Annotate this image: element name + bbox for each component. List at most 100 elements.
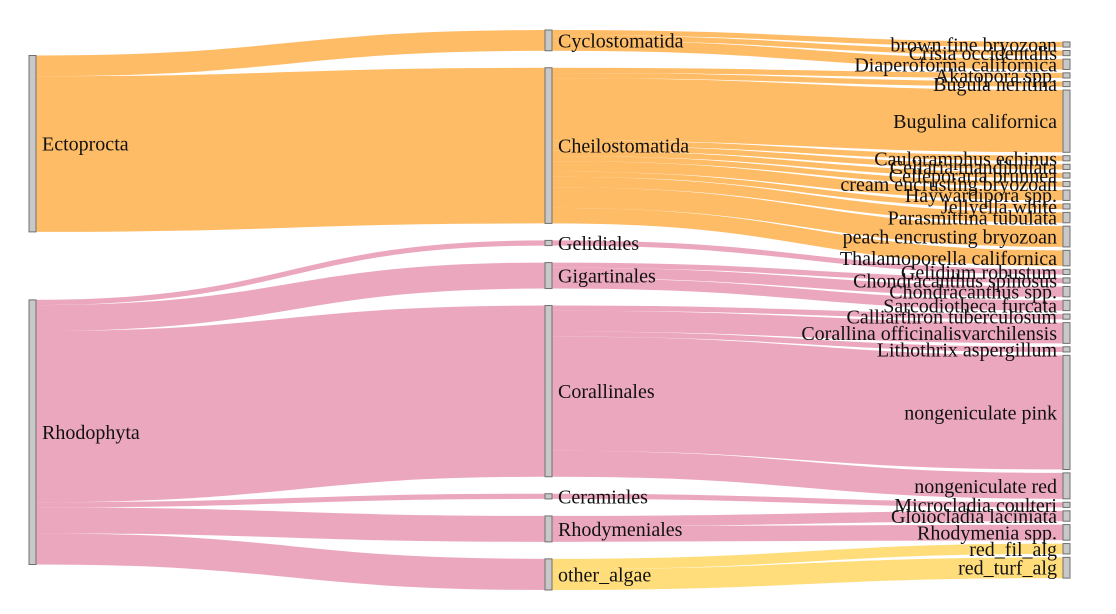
- node-label-Haywardipora_spp: Haywardipora spp.: [905, 185, 1057, 207]
- node-label-Sarcodiotheca_furcata: Sarcodiotheca furcata: [883, 295, 1057, 317]
- flow-Cheilostomatida-to-peach_encrusting_bryozoan: [551, 187, 1064, 247]
- node-Cyclostomatida: [544, 29, 553, 52]
- sankey-labels: EctoproctaRhodophytaCyclostomatidaCheilo…: [42, 30, 1057, 586]
- node-Corallina_officinalisvarchilensis: [1062, 322, 1071, 344]
- flow-Rhodophyta-to-Corallinales: [35, 305, 546, 503]
- node-Rhodophyta: [28, 299, 37, 565]
- node-nongeniculate_pink: [1062, 354, 1071, 470]
- flow-Cheilostomatida-to-Akatopora_spp: [551, 67, 1064, 79]
- flow-Rhodymeniales-to-Gloiocladia_laciniata: [551, 510, 1064, 527]
- node-label-Rhodymenia_spp: Rhodymenia spp.: [917, 522, 1057, 544]
- node-label-Bugulina_californica: Bugulina californica: [893, 111, 1057, 133]
- node-label-Cellaria_mandibulata: Cellaria mandibulata: [890, 157, 1057, 179]
- flow-Cheilostomatida-to-Bugulina_californica: [551, 78, 1064, 153]
- flow-Cyclostomatida-to-Diaperoforma_californica: [551, 40, 1064, 70]
- node-label-nongeniculate_pink: nongeniculate pink: [904, 402, 1057, 424]
- flow-Rhodophyta-to-Rhodymeniales: [35, 507, 546, 542]
- flow-Cheilostomatida-to-cream_encrusting_bryozoan: [551, 155, 1064, 187]
- node-label-Corallinales: Corallinales: [558, 381, 655, 403]
- flow-Cheilostomatida-to-Cellaria_mandibulata: [551, 145, 1064, 170]
- node-Rhodymenia_spp: [1062, 524, 1071, 541]
- node-label-Diaperoforma_californica: Diaperoforma californica: [854, 54, 1057, 76]
- flow-Corallinales-to-Calliarthron_tuberculosum: [551, 305, 1064, 320]
- node-label-Gelidiales: Gelidiales: [558, 233, 639, 255]
- node-label-Celleporaria_brunnea: Celleporaria brunnea: [889, 165, 1057, 187]
- flow-Corallinales-to-Corallina_officinalisvarchilensis: [551, 310, 1064, 344]
- node-label-other_algae: other_algae: [558, 564, 651, 586]
- node-Chondracanthus_spinosus: [1062, 277, 1071, 284]
- node-Gelidiales: [544, 239, 553, 247]
- flow-Cheilostomatida-to-Parasmittina_tubulata: [551, 176, 1064, 223]
- node-Chondracanthus_spp: [1062, 285, 1071, 298]
- flow-Corallinales-to-Lithothrix_aspergillum: [551, 331, 1064, 352]
- node-label-Crisia_occidentalis: Crisia occidentalis: [909, 43, 1058, 65]
- flow-Corallinales-to-nongeniculate_red: [551, 450, 1064, 499]
- node-label-brown_fine_bryozoan: brown fine bryozoan: [890, 34, 1057, 56]
- flow-Gigartinales-to-Chondracanthus_spinosus: [551, 262, 1064, 284]
- flow-Cheilostomatida-to-Cauloramphus_echinus: [551, 140, 1064, 161]
- flow-Rhodophyta-to-other_algae: [35, 533, 546, 590]
- node-label-Chondracanthus_spinosus: Chondracanthus spinosus: [853, 270, 1057, 292]
- node-Gigartinales: [544, 262, 553, 290]
- node-red_fil_alg: [1062, 543, 1071, 555]
- node-label-red_turf_alg: red_turf_alg: [958, 558, 1057, 580]
- node-Diaperoforma_californica: [1062, 58, 1071, 70]
- node-Bugulina_californica: [1062, 89, 1071, 153]
- flow-Cheilostomatida-to-Haywardipora_spp: [551, 161, 1064, 201]
- node-label-Corallina_officinalisvarchilensis: Corallina officinalisvarchilensis: [801, 323, 1057, 345]
- node-label-Ceramiales: Ceramiales: [558, 486, 648, 508]
- node-label-Ectoprocta: Ectoprocta: [42, 134, 129, 156]
- node-Akatopora_spp: [1062, 72, 1071, 79]
- sankey-links: [35, 29, 1064, 591]
- node-label-Parasmittina_tubulata: Parasmittina tubulata: [888, 208, 1058, 230]
- node-Parasmittina_tubulata: [1062, 211, 1071, 224]
- node-Calliarthron_tuberculosum: [1062, 313, 1071, 320]
- node-Gelidium_robustum: [1062, 268, 1071, 275]
- node-label-nongeniculate_red: nongeniculate red: [914, 476, 1057, 498]
- node-label-Microcladia_coulteri: Microcladia coulteri: [894, 495, 1057, 517]
- node-Corallinales: [544, 305, 553, 478]
- flow-Ceramiales-to-Microcladia_coulteri: [551, 493, 1064, 508]
- node-label-Jellyella_white: Jellyella white: [941, 196, 1057, 218]
- node-label-Calliarthron_tuberculosum: Calliarthron tuberculosum: [846, 307, 1057, 329]
- node-other_algae: [544, 558, 553, 591]
- flow-Ectoprocta-to-Cyclostomatida: [35, 30, 546, 77]
- node-label-Rhodymeniales: Rhodymeniales: [558, 519, 683, 541]
- flow-Cheilostomatida-to-Jellyella_white: [551, 171, 1064, 210]
- flow-Cheilostomatida-to-Celleporaria_brunnea: [551, 150, 1064, 179]
- node-Celleporaria_brunnea: [1062, 172, 1071, 179]
- flow-Gigartinales-to-Sarcodiotheca_furcata: [551, 278, 1064, 311]
- node-label-Akatopora_spp: Akatopora spp.: [935, 65, 1057, 87]
- node-label-Thalamoporella_californica: Thalamoporella californica: [840, 248, 1057, 270]
- sankey-nodes: [28, 29, 1071, 591]
- node-peach_encrusting_bryozoan: [1062, 225, 1071, 248]
- node-Cauloramphus_echinus: [1062, 155, 1071, 162]
- node-Lithothrix_aspergillum: [1062, 346, 1071, 353]
- node-label-Gelidium_robustum: Gelidium robustum: [901, 262, 1058, 284]
- node-label-peach_encrusting_bryozoan: peach encrusting bryozoan: [843, 227, 1057, 249]
- node-Microcladia_coulteri: [1062, 501, 1071, 508]
- node-Ectoprocta: [28, 55, 37, 233]
- flow-other_algae-to-red_turf_alg: [551, 557, 1064, 591]
- flow-Rhodophyta-to-Gelidiales: [35, 240, 546, 306]
- node-label-Gloiocladia_laciniata: Gloiocladia laciniata: [891, 506, 1057, 528]
- flow-Corallinales-to-nongeniculate_pink: [551, 336, 1064, 470]
- node-label-Cheilostomatida: Cheilostomatida: [558, 136, 689, 158]
- flow-Rhodophyta-to-Gigartinales: [35, 262, 546, 332]
- flow-Gigartinales-to-Chondracanthus_spp: [551, 267, 1064, 297]
- node-red_turf_alg: [1062, 556, 1071, 579]
- node-Rhodymeniales: [544, 515, 553, 543]
- node-Cheilostomatida: [544, 67, 553, 224]
- node-brown_fine_bryozoan: [1062, 41, 1071, 48]
- node-Ceramiales: [544, 493, 553, 500]
- node-label-Cyclostomatida: Cyclostomatida: [558, 30, 684, 52]
- node-Jellyella_white: [1062, 203, 1071, 210]
- node-Gloiocladia_laciniata: [1062, 510, 1071, 522]
- node-nongeniculate_red: [1062, 472, 1071, 500]
- flow-Gelidiales-to-Gelidium_robustum: [551, 240, 1064, 275]
- flow-other_algae-to-red_fil_alg: [551, 543, 1064, 570]
- node-label-Cauloramphus_echinus: Cauloramphus echinus: [874, 148, 1057, 170]
- flow-Cheilostomatida-to-Thalamoporella_californica: [551, 207, 1064, 266]
- flow-Ectoprocta-to-Cheilostomatida: [35, 67, 546, 232]
